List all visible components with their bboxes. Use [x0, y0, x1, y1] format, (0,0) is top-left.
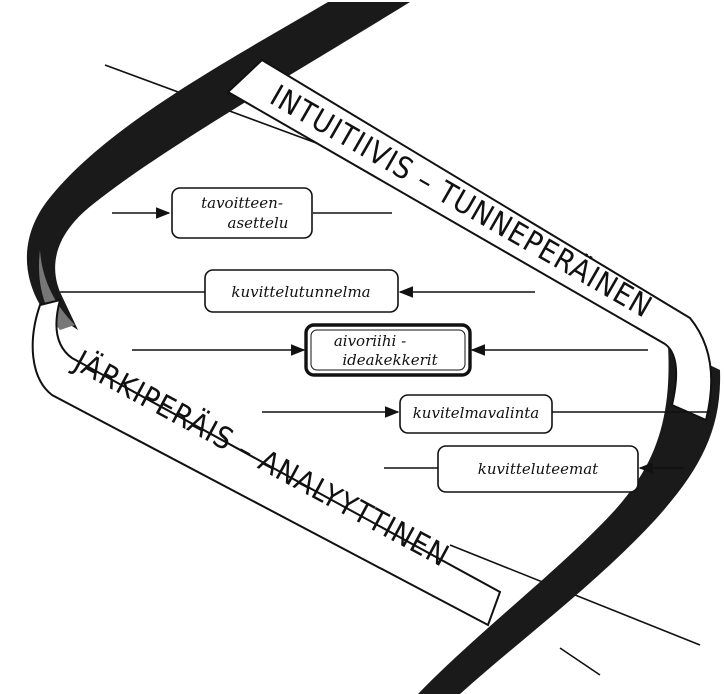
helix-back-strand	[26, 2, 411, 330]
upper-ribbon	[226, 58, 713, 422]
node-kuvitelmavalinta: kuvitelmavalinta	[399, 394, 553, 434]
guide-line-bottom-tail	[559, 647, 601, 676]
node-kuvitelmavalinta-label: kuvitelmavalinta	[413, 404, 540, 422]
node-tavoitteenasettelu-line2: asettelu	[228, 214, 289, 232]
node-tavoitteenasettelu: tavoitteen- asettelu	[171, 187, 313, 239]
node-kuvittelutunnelma: kuvittelutunnelma	[204, 269, 399, 313]
node-aivoriihi-line1: aivoriihi -	[334, 332, 406, 350]
node-aivoriihi: aivoriihi - ideakekkerit	[304, 323, 472, 377]
node-kuvittelutunnelma-label: kuvittelutunnelma	[231, 283, 370, 301]
lower-ribbon-label: JÄRKIPERÄIS – ANALYYTTINEN	[66, 343, 454, 574]
node-kuvitteluteemat-label: kuvitteluteemat	[478, 460, 599, 478]
lower-ribbon	[31, 298, 502, 627]
node-kuvitteluteemat: kuvitteluteemat	[437, 445, 639, 493]
node-tavoitteenasettelu-line1: tavoitteen-	[201, 194, 283, 212]
node-aivoriihi-line2: ideakekkerit	[342, 351, 438, 369]
